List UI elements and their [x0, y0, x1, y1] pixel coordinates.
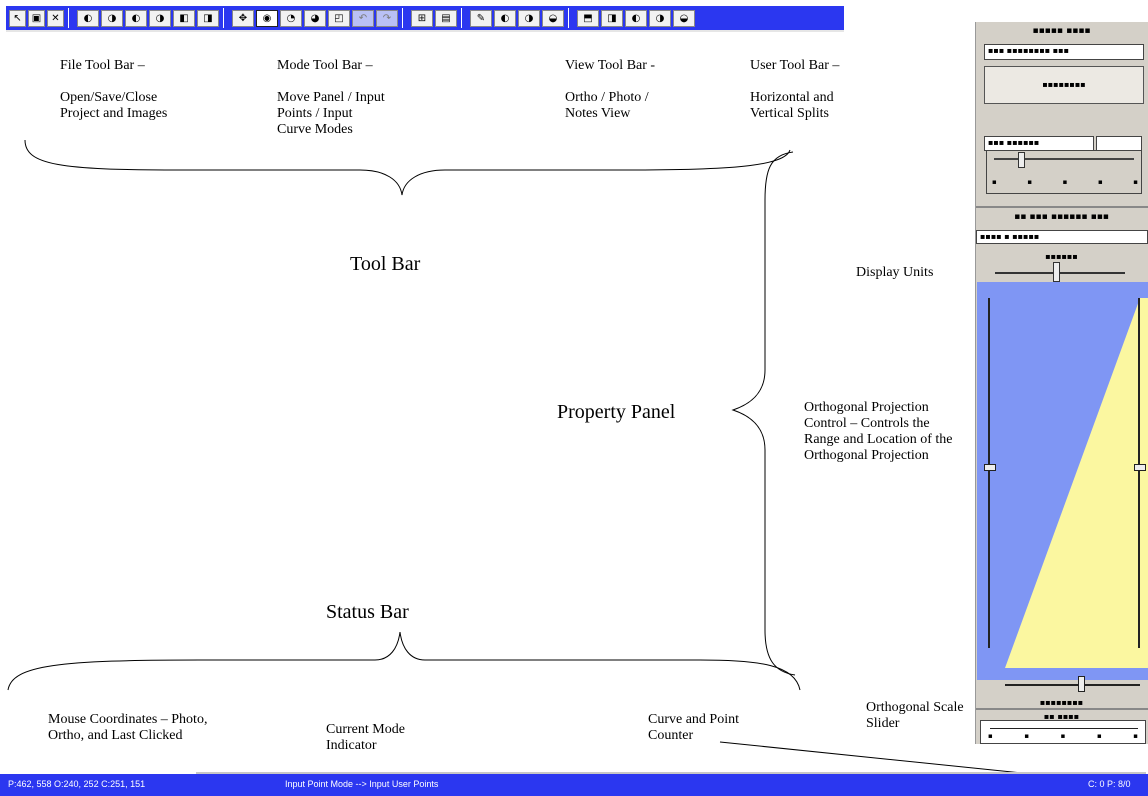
property-panel-title: Property Panel — [557, 401, 676, 423]
split-reset-icon[interactable]: ◒ — [673, 9, 695, 27]
mode-toolbar-label: Mode Tool Bar – — [277, 58, 373, 73]
open-image-icon[interactable]: ◐ — [77, 9, 99, 27]
input-points-icon[interactable]: ◉ — [256, 9, 278, 27]
view-toolbar-label: View Tool Bar - — [565, 58, 656, 73]
scale-group-label: ▪▪ ▪▪▪▪ — [1043, 712, 1080, 721]
statusbar-divider — [196, 772, 1146, 774]
ortho-bottom-label: ▪▪▪▪▪▪▪▪ — [1039, 698, 1084, 707]
scale-ticks: ▪▪▪▪▪ — [988, 732, 1138, 740]
ortho-left-slider-track — [988, 298, 990, 648]
view-ortho-icon[interactable]: ◑ — [518, 9, 540, 27]
units-value-field[interactable] — [1096, 136, 1142, 151]
counter-label: Curve and Point Counter — [648, 712, 739, 743]
slider-thumb[interactable] — [1018, 152, 1025, 168]
status-mode: Input Point Mode --> Input User Points — [285, 779, 439, 789]
display-units-dropdown[interactable]: ▪▪▪▪ ▪ ▪▪▪▪▪ — [976, 230, 1148, 244]
mode-toolbar-desc: Move Panel / Input Points / Input Curve … — [277, 90, 385, 137]
open-photo-icon[interactable]: ◐ — [125, 9, 147, 27]
split-horizontal-icon[interactable]: ⬒ — [577, 9, 599, 27]
status-coordinates: P:462, 558 O:240, 252 C:251, 151 — [8, 779, 146, 789]
open-project-icon[interactable]: ▣ — [28, 9, 45, 27]
save-notes-icon[interactable]: ◨ — [197, 9, 219, 27]
toolbar-separator — [568, 8, 573, 28]
ortho-right-slider-track — [1138, 298, 1140, 648]
pointer-icon[interactable]: ↖ — [9, 9, 26, 27]
project-field[interactable]: ▪▪▪ ▪▪▪▪▪▪▪▪ ▪▪▪ — [984, 44, 1144, 60]
current-mode-label: Current Mode Indicator — [326, 722, 405, 753]
split-vertical-icon[interactable]: ◨ — [601, 9, 623, 27]
toolbar: ↖ ▣ ✕ ◐ ◑ ◐ ◑ ◧ ◨ ✥ ◉ ◔ ◕ ◰ ↶ ↷ ⊞ ▤ ✎ ◐ … — [6, 6, 844, 32]
slider-track — [994, 158, 1134, 160]
edit-curve-icon[interactable]: ◕ — [304, 9, 326, 27]
ortho-scale-label: Orthogonal Scale Slider — [866, 700, 964, 731]
panel-divider — [976, 708, 1148, 710]
toolbar-separator — [223, 8, 228, 28]
save-image-icon[interactable]: ◑ — [101, 9, 123, 27]
notes-view-icon[interactable]: ✎ — [470, 9, 492, 27]
ortho-left-slider-thumb[interactable] — [984, 464, 996, 471]
move-panel-icon[interactable]: ✥ — [232, 9, 254, 27]
panel-divider — [976, 206, 1148, 208]
ortho-control-label: Orthogonal Projection Control – Controls… — [804, 400, 953, 463]
units-input[interactable]: ▪▪▪ ▪▪▪▪▪▪ — [984, 136, 1094, 151]
display-units-label: Display Units — [856, 265, 934, 280]
delete-point-icon[interactable]: ◰ — [328, 9, 350, 27]
panel-action-button[interactable]: ▪▪▪▪▪▪▪▪ — [984, 66, 1144, 104]
slider-group-box — [986, 150, 1142, 194]
panel-header: ▪▪▪▪▪ ▪▪▪▪ — [1032, 26, 1091, 36]
photo-view-icon[interactable]: ▤ — [435, 9, 457, 27]
ortho-range-triangle — [1005, 298, 1148, 668]
slider-ticks: ▪▪▪▪▪ — [992, 178, 1138, 186]
toolbar-separator — [461, 8, 466, 28]
toolbar-separator — [402, 8, 407, 28]
scale-box-track — [990, 728, 1138, 729]
file-toolbar-desc: Open/Save/Close Project and Images — [60, 90, 168, 121]
user-toolbar-label: User Tool Bar – — [750, 58, 840, 73]
ortho-bottom-slider-track — [1005, 684, 1140, 686]
view-toolbar-desc: Ortho / Photo / Notes View — [565, 90, 649, 121]
ortho-section-header: ▪▪ ▪▪▪ ▪▪▪▪▪▪ ▪▪▪ — [1014, 212, 1109, 222]
ortho-right-slider-thumb[interactable] — [1134, 464, 1146, 471]
toolbar-title: Tool Bar — [350, 253, 421, 275]
close-project-icon[interactable]: ✕ — [47, 9, 64, 27]
scale-slider-thumb[interactable] — [1053, 262, 1060, 282]
user-toolbar-desc: Horizontal and Vertical Splits — [750, 90, 834, 121]
statusbar-title: Status Bar — [326, 601, 409, 623]
save-photo-icon[interactable]: ◑ — [149, 9, 171, 27]
scale-slider-track — [995, 272, 1125, 274]
ortho-view-icon[interactable]: ⊞ — [411, 9, 433, 27]
scale-slider-box[interactable] — [980, 720, 1146, 744]
status-counter: C: 0 P: 8/0 — [1088, 779, 1131, 789]
ortho-bottom-slider-thumb[interactable] — [1078, 676, 1085, 692]
input-curve-icon[interactable]: ◔ — [280, 9, 302, 27]
split-single-icon[interactable]: ◑ — [649, 9, 671, 27]
open-notes-icon[interactable]: ◧ — [173, 9, 195, 27]
split-quad-icon[interactable]: ◐ — [625, 9, 647, 27]
view-both-icon[interactable]: ◒ — [542, 9, 564, 27]
undo-icon[interactable]: ↶ — [352, 9, 374, 27]
mouse-coords-label: Mouse Coordinates – Photo, Ortho, and La… — [48, 712, 208, 743]
status-bar: P:462, 558 O:240, 252 C:251, 151 Input P… — [0, 774, 1148, 796]
view-photo-icon[interactable]: ◐ — [494, 9, 516, 27]
scale-label: ▪▪▪▪▪▪ — [1045, 252, 1078, 261]
redo-icon[interactable]: ↷ — [376, 9, 398, 27]
file-toolbar-label: File Tool Bar – — [60, 58, 145, 73]
toolbar-separator — [68, 8, 73, 28]
